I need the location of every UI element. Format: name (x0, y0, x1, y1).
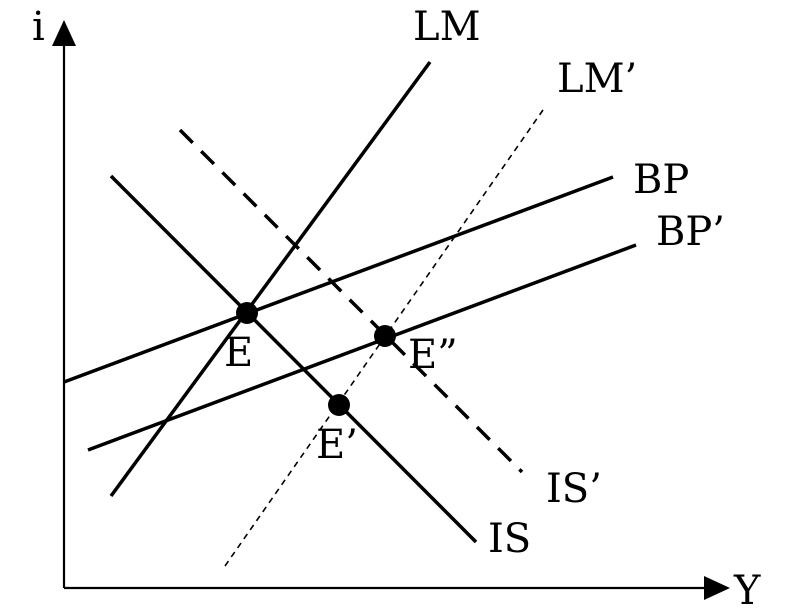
axes: i Y (32, 4, 761, 614)
point-e-label: E (224, 330, 253, 376)
point-e-prime-marker (328, 394, 350, 416)
bp-prime-label: BP’ (656, 209, 725, 255)
lm-prime-label: LM’ (557, 56, 637, 102)
is-label: IS (488, 516, 531, 562)
point-e-prime-label: E’ (316, 422, 358, 468)
bp-label: BP (633, 157, 689, 203)
equilibrium-points: E E’ E” (224, 302, 458, 468)
point-e-marker (236, 302, 258, 324)
curve-labels: LM LM’ BP BP’ IS IS’ (413, 4, 725, 562)
bp-curve (63, 175, 614, 384)
y-axis-label: i (32, 4, 45, 50)
x-axis-label: Y (733, 568, 761, 614)
lm-curve (109, 60, 432, 498)
is-curve (109, 174, 478, 544)
is-prime-curve (178, 128, 524, 474)
x-axis-arrow-icon (704, 576, 730, 600)
lm-label: LM (413, 4, 481, 50)
point-e-double-prime-label: E” (408, 332, 458, 378)
bp-prime-curve (87, 243, 637, 452)
curves (63, 60, 637, 567)
point-e-double-prime-marker (374, 325, 396, 347)
is-prime-label: IS’ (546, 466, 602, 512)
y-axis-arrow-icon (52, 20, 76, 46)
